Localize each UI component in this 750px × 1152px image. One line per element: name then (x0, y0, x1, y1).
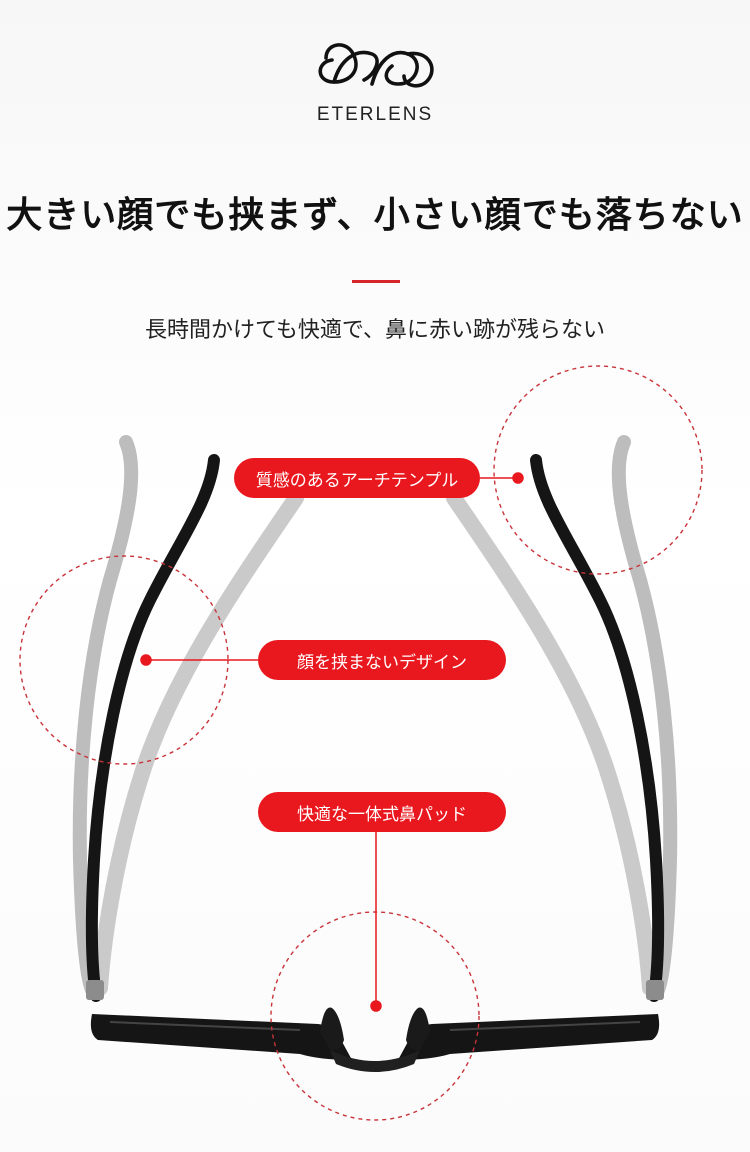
gray-temple-arms (72, 435, 678, 997)
temple-highlight-circle (493, 365, 703, 575)
left-black-temple (85, 454, 220, 1002)
headline: 大きい顔でも挟まず、小さい顔でも落ちない (6, 195, 744, 236)
left-gray-temple-inner (92, 490, 304, 996)
eterlens-monogram-logo (318, 43, 434, 88)
left-rim (90, 1014, 352, 1060)
callout-nosepad: 快適な一体式鼻パッド (258, 792, 506, 832)
temple-dot (512, 472, 524, 484)
callout-design: 顔を挟まないデザイン (258, 640, 506, 680)
nosepad-highlight-circle (270, 911, 480, 1121)
right-rim (398, 1014, 660, 1060)
brand-name: ETERLENS (316, 104, 434, 125)
black-temple-arms (85, 454, 665, 1002)
right-gray-temple-outer (611, 435, 678, 997)
subline: 長時間かけても快適で、鼻に赤い跡が残らない (144, 318, 606, 343)
left-nose-pad (320, 1007, 344, 1051)
hinges (86, 980, 664, 1000)
right-black-temple (530, 454, 665, 1002)
front-frame (90, 1007, 660, 1072)
callout-temple: 質感のあるアーチテンプル (234, 458, 480, 498)
right-nose-pad (406, 1007, 430, 1051)
nosepad-dot (370, 1000, 382, 1012)
left-gray-temple-outer (72, 435, 139, 997)
design-dot (140, 654, 152, 666)
bridge (330, 1050, 420, 1072)
divider (352, 280, 400, 283)
right-gray-temple-inner (446, 490, 658, 996)
leader-lines (140, 472, 524, 1012)
